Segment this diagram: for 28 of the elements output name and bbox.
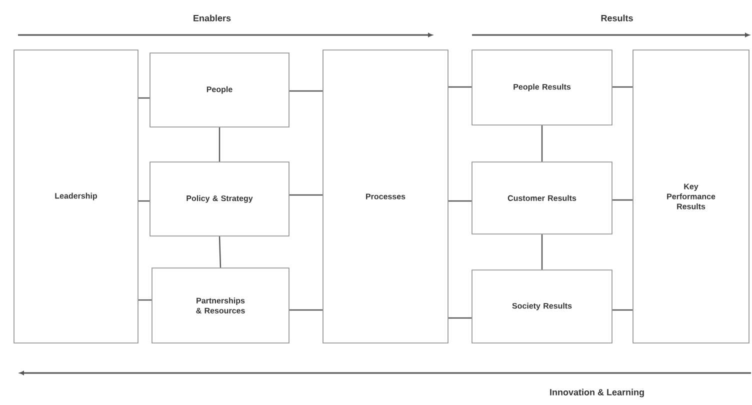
connector-line bbox=[218, 236, 222, 268]
connector-line bbox=[612, 86, 633, 88]
connector-line bbox=[541, 234, 543, 270]
connector-line bbox=[448, 86, 472, 88]
connector-line bbox=[218, 127, 220, 162]
connector-line bbox=[289, 194, 323, 196]
connector-line bbox=[138, 200, 150, 202]
connector-line bbox=[289, 90, 323, 92]
process-box: Key Performance Results bbox=[632, 50, 750, 344]
connector-line bbox=[448, 317, 472, 319]
connector-line bbox=[541, 125, 543, 162]
process-box: Customer Results bbox=[472, 162, 612, 234]
process-box: Policy & Strategy bbox=[150, 162, 290, 236]
arrow-label: Results bbox=[601, 14, 633, 22]
connector-line bbox=[448, 200, 472, 202]
process-box: Leadership bbox=[14, 50, 138, 344]
process-box: Processes bbox=[322, 50, 448, 344]
connector-line bbox=[289, 309, 323, 311]
connector-line bbox=[612, 309, 633, 311]
arrow-label: Enablers bbox=[194, 14, 231, 22]
arrow-label: Innovation & Learning bbox=[550, 388, 644, 398]
connector-line bbox=[612, 199, 633, 201]
connector-line bbox=[138, 299, 152, 301]
connector-line bbox=[138, 97, 150, 99]
process-box: People bbox=[150, 52, 290, 128]
process-box: People Results bbox=[472, 50, 612, 126]
process-box: Partnerships & Resources bbox=[152, 268, 290, 344]
process-box: Society Results bbox=[472, 270, 612, 344]
